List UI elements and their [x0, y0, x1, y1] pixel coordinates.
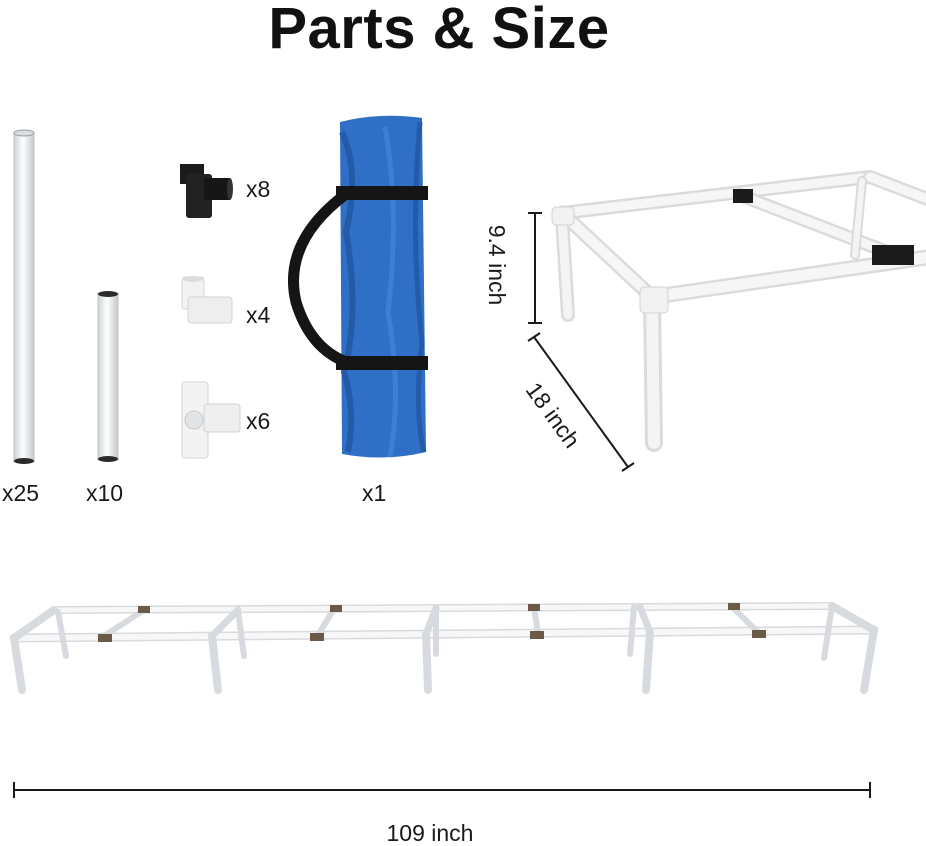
tee-connector-image	[180, 164, 233, 218]
height-dimension-label: 9.4 inch	[484, 224, 510, 306]
single-frame-image	[527, 170, 926, 472]
long-frame-image	[9, 602, 879, 694]
four-way-connector-image	[181, 381, 241, 459]
long-pipe-qty: x25	[2, 480, 40, 506]
tee-connector-qty: x8	[246, 176, 271, 202]
short-pipe-image	[97, 291, 119, 462]
length-dimension-line	[13, 782, 871, 798]
four-way-connector-qty: x6	[246, 408, 271, 434]
page-title: Parts & Size	[268, 0, 610, 61]
length-dimension-label: 109 inch	[386, 820, 474, 846]
carry-bag-image	[288, 115, 428, 458]
long-pipe-image	[13, 129, 35, 464]
elbow-connector-qty: x4	[246, 302, 271, 328]
elbow-connector-image	[181, 276, 233, 324]
carry-bag-qty: x1	[362, 480, 387, 506]
short-pipe-qty: x10	[86, 480, 124, 506]
